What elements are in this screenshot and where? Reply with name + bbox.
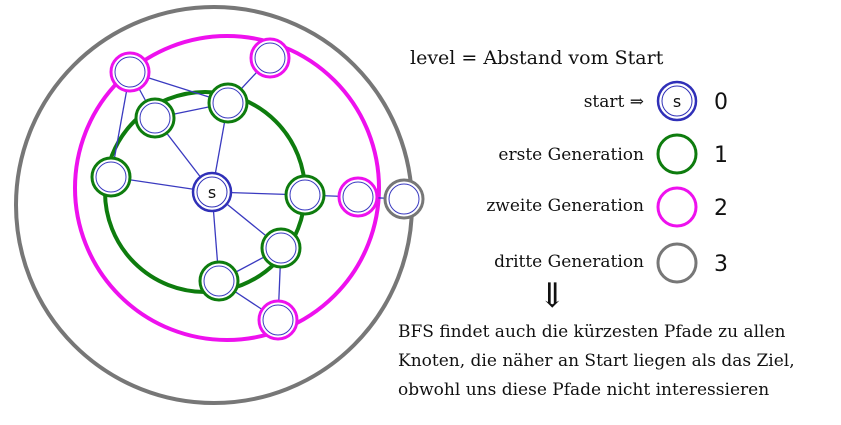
- node-m3: [337, 176, 379, 218]
- node-a-inner-ring: [139, 102, 171, 134]
- node-m4-outer-ring: [257, 299, 299, 341]
- node-m3-outer-ring: [337, 176, 379, 218]
- node-m1-outer-ring: [109, 51, 151, 93]
- node-e: [260, 227, 302, 269]
- node-s-outer-ring: [191, 171, 233, 213]
- ring-gen2: [73, 34, 381, 342]
- diagram-title: level = Abstand vom Start: [410, 47, 664, 69]
- legend-item-gen2: 2: [656, 186, 728, 228]
- legend-level-gen3: 3: [714, 252, 728, 277]
- legend-circle-gen2: [656, 186, 698, 228]
- node-b-inner-ring: [212, 87, 244, 119]
- legend-level-start: 0: [714, 90, 728, 115]
- legend-circle-gen3: [656, 242, 698, 284]
- legend-circle-gen1: [656, 133, 698, 175]
- legend-label-gen3: dritte Generation: [494, 252, 644, 272]
- node-a: [134, 97, 176, 139]
- node-m4: [257, 299, 299, 341]
- legend-label-start: start ⇒: [583, 92, 644, 112]
- node-e-outer-ring: [260, 227, 302, 269]
- node-m2: [249, 37, 291, 79]
- node-d-outer-ring: [284, 174, 326, 216]
- node-m4-inner-ring: [262, 304, 294, 336]
- legend-item-gen3: 3: [656, 242, 728, 284]
- legend-level-gen1: 1: [714, 143, 728, 168]
- node-d: [284, 174, 326, 216]
- node-f: [198, 260, 240, 302]
- legend-start-node-label: s: [673, 92, 681, 111]
- node-b-outer-ring: [207, 82, 249, 124]
- node-d-inner-ring: [289, 179, 321, 211]
- legend-label-gen1: erste Generation: [498, 145, 644, 165]
- node-m1: [109, 51, 151, 93]
- legend-circle-start: [656, 80, 698, 122]
- description-line-3: obwohl uns diese Pfade nicht interessier…: [398, 380, 770, 400]
- node-s-inner-ring: [196, 176, 228, 208]
- node-m1-inner-ring: [114, 56, 146, 88]
- node-g3-outer-ring: [383, 178, 425, 220]
- node-c: [90, 156, 132, 198]
- implication-arrow: ⇓: [538, 276, 567, 316]
- node-c-outer-ring: [90, 156, 132, 198]
- node-f-outer-ring: [198, 260, 240, 302]
- description-text: BFS findet auch die kürzesten Pfade zu a…: [398, 318, 795, 405]
- node-f-inner-ring: [203, 265, 235, 297]
- node-g3: [383, 178, 425, 220]
- node-a-outer-ring: [134, 97, 176, 139]
- node-s: s: [191, 171, 233, 213]
- node-m2-inner-ring: [254, 42, 286, 74]
- legend-level-gen2: 2: [714, 196, 728, 221]
- node-m2-outer-ring: [249, 37, 291, 79]
- graph-nodes: s: [90, 37, 425, 341]
- node-m3-inner-ring: [342, 181, 374, 213]
- description-line-1: BFS findet auch die kürzesten Pfade zu a…: [398, 322, 786, 342]
- legend-circle-start-inner: [661, 85, 693, 117]
- node-b: [207, 82, 249, 124]
- legend-item-gen1: 1: [656, 133, 728, 175]
- node-g3-inner-ring: [388, 183, 420, 215]
- node-e-inner-ring: [265, 232, 297, 264]
- description-line-2: Knoten, die näher an Start liegen als da…: [398, 351, 795, 371]
- legend-label-gen2: zweite Generation: [486, 196, 644, 216]
- node-c-inner-ring: [95, 161, 127, 193]
- start-node-label: s: [208, 183, 216, 202]
